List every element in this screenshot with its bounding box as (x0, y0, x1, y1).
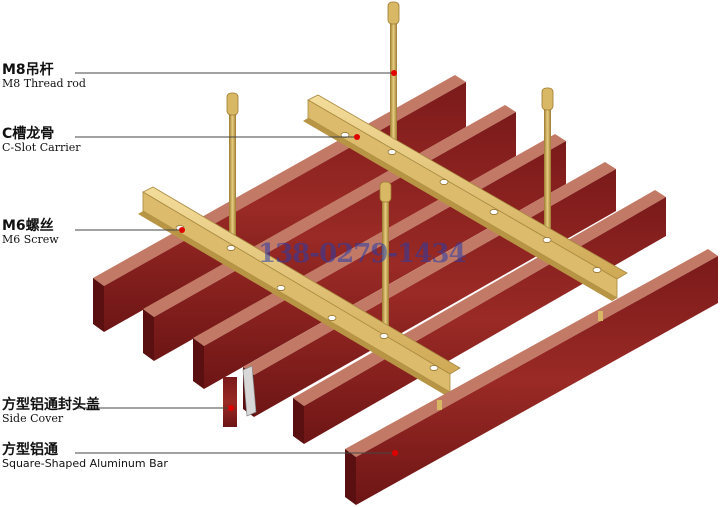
leader-lines (75, 72, 393, 454)
side-cover (223, 365, 257, 427)
label-bar: 方型铝通 Square-Shaped Aluminum Bar (2, 443, 168, 469)
watermark: 138-0279-1434 (258, 239, 467, 269)
label-side-cover-zh: 方型铝通封头盖 (2, 397, 100, 413)
label-c-carrier: C槽龙骨 C-Slot Carrier (2, 127, 81, 153)
label-thread-rod-en: M8 Thread rod (2, 76, 86, 90)
label-thread-rod: M8吊杆 M8 Thread rod (2, 63, 86, 89)
label-bar-zh: 方型铝通 (2, 442, 58, 458)
label-screw: M6螺丝 M6 Screw (2, 219, 59, 245)
label-side-cover-en: Side Cover (2, 411, 64, 425)
label-thread-rod-zh: M8吊杆 (2, 62, 54, 78)
label-bar-en: Square-Shaped Aluminum Bar (2, 456, 168, 470)
label-side-cover: 方型铝通封头盖 Side Cover (2, 398, 100, 424)
marker-dots (179, 70, 398, 456)
thread-rods (226, 1, 554, 351)
label-c-carrier-en: C-Slot Carrier (2, 140, 81, 154)
c-carrier-front (138, 186, 461, 395)
c-carrier-rear (303, 94, 628, 301)
label-c-carrier-zh: C槽龙骨 (2, 126, 55, 142)
bar-detached (345, 249, 718, 505)
label-screw-en: M6 Screw (2, 232, 59, 246)
label-screw-zh: M6螺丝 (2, 218, 54, 234)
